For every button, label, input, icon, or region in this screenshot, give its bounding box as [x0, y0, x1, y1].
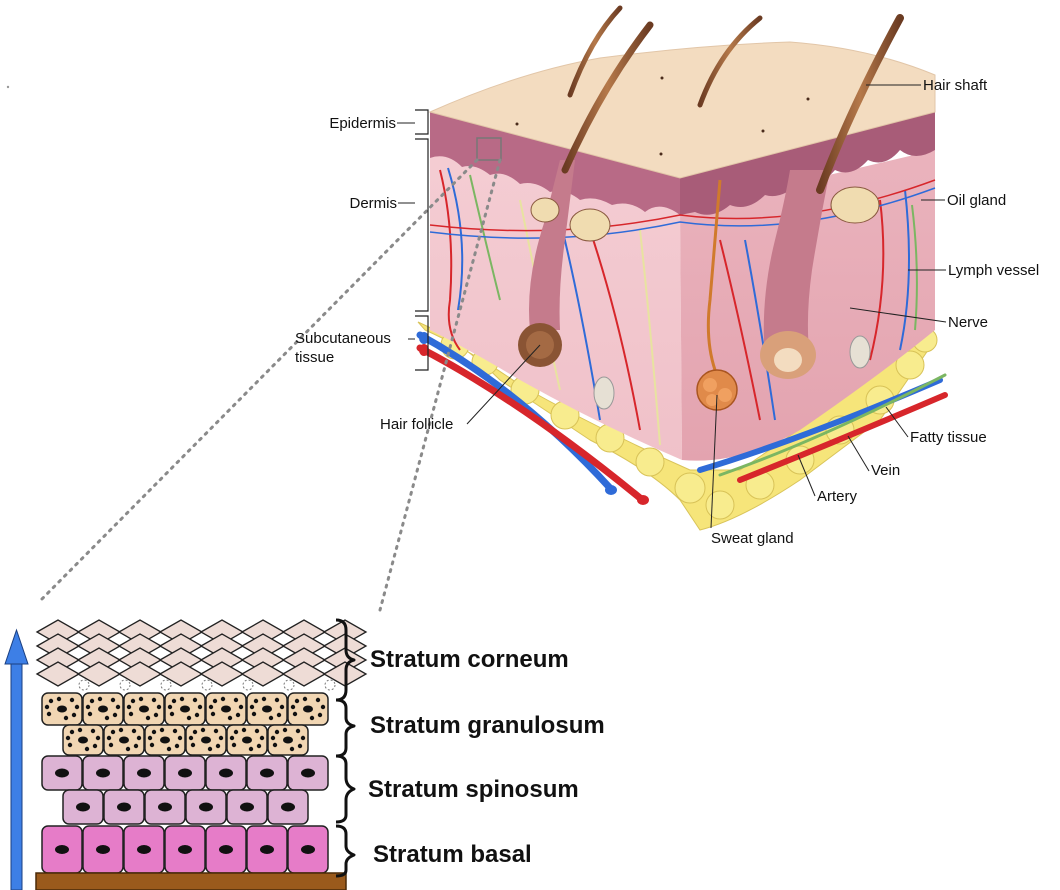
- granulosum-cell: [83, 693, 123, 725]
- label-stratum-basal: Stratum basal: [373, 841, 532, 868]
- label-hair-shaft: Hair shaft: [923, 77, 988, 94]
- granulosum-cell: [247, 693, 287, 725]
- corneum-remnant: [79, 680, 89, 690]
- stratum-granulosum-cells: [42, 693, 328, 755]
- spinosum-cell: [63, 790, 103, 824]
- granulosum-cell: [268, 725, 308, 755]
- label-nerve: Nerve: [948, 314, 988, 331]
- corneum-remnant: [325, 680, 335, 690]
- label-sweat-gland: Sweat gland: [711, 530, 794, 547]
- granulosum-cell: [104, 725, 144, 755]
- granulosum-cell: [288, 693, 328, 725]
- basal-cell: [42, 826, 82, 873]
- label-dermis: Dermis: [350, 195, 398, 212]
- granulosum-cell: [186, 725, 226, 755]
- label-hair-follicle: Hair follicle: [380, 416, 453, 433]
- corneum-cell: [37, 662, 79, 686]
- basal-cell: [247, 826, 287, 873]
- label-oil-gland: Oil gland: [947, 192, 1006, 209]
- label-vein: Vein: [871, 462, 900, 479]
- spinosum-cell: [227, 790, 267, 824]
- spinosum-cell: [186, 790, 226, 824]
- label-subcutaneous-2: tissue: [295, 349, 334, 366]
- granulosum-cell: [145, 725, 185, 755]
- basal-cell: [288, 826, 328, 873]
- corneum-remnant: [202, 680, 212, 690]
- skin-block: [418, 8, 945, 530]
- spinosum-cell: [247, 756, 287, 790]
- granulosum-cell: [227, 725, 267, 755]
- label-subcutaneous-1: Subcutaneous: [295, 330, 391, 347]
- stratum-basal-cells: [42, 826, 328, 873]
- label-stratum-corneum: Stratum corneum: [370, 646, 569, 673]
- spinosum-cell: [145, 790, 185, 824]
- granulosum-cell: [206, 693, 246, 725]
- label-stratum-granulosum: Stratum granulosum: [370, 712, 605, 739]
- label-fatty-tissue: Fatty tissue: [910, 429, 987, 446]
- basal-cell: [206, 826, 246, 873]
- basal-cell: [124, 826, 164, 873]
- corneum-remnant: [120, 680, 130, 690]
- granulosum-cell: [124, 693, 164, 725]
- spinosum-cell: [206, 756, 246, 790]
- pressure-receptor: [594, 377, 614, 409]
- granulosum-cell: [42, 693, 82, 725]
- spinosum-cell: [288, 756, 328, 790]
- label-epidermis: Epidermis: [329, 115, 396, 132]
- corneum-remnant: [243, 680, 253, 690]
- corneum-remnant: [284, 680, 294, 690]
- granulosum-cell: [165, 693, 205, 725]
- arrow-up-icon: [5, 630, 28, 890]
- basement-membrane: [36, 873, 346, 890]
- label-lymph-vessel: Lymph vessel: [948, 262, 1039, 279]
- spinosum-cell: [165, 756, 205, 790]
- label-stratum-spinosum: Stratum spinosum: [368, 776, 579, 803]
- stratum-spinosum-cells: [42, 756, 328, 824]
- epidermis-detail: Stratum corneum Stratum granulosum Strat…: [5, 620, 605, 890]
- spinosum-cell: [104, 790, 144, 824]
- corneum-remnant: [161, 680, 171, 690]
- spinosum-cell: [83, 756, 123, 790]
- spinosum-cell: [42, 756, 82, 790]
- granulosum-cell: [63, 725, 103, 755]
- label-artery: Artery: [817, 488, 858, 505]
- basal-cell: [83, 826, 123, 873]
- basal-cell: [165, 826, 205, 873]
- spinosum-cell: [124, 756, 164, 790]
- spinosum-cell: [268, 790, 308, 824]
- stratum-corneum-cells: [37, 620, 366, 686]
- stray-dot: [7, 86, 9, 88]
- pressure-receptor: [850, 336, 870, 368]
